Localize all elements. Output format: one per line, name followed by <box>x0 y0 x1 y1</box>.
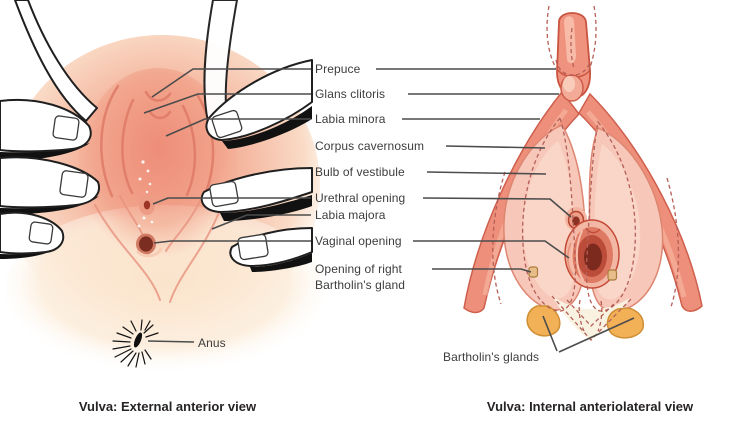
dashed-surface-outlines <box>492 5 680 341</box>
label-prepuce: Prepuce <box>315 62 361 76</box>
label-opening-right-bartholins-line1: Opening of right <box>315 262 402 276</box>
perineal-area <box>552 296 630 340</box>
external-view-illustration <box>0 0 325 375</box>
caption-external-view: Vulva: External anterior view <box>78 399 257 414</box>
vestibule-speckles <box>137 160 154 228</box>
anus-mark <box>112 319 159 368</box>
urethral-opening-external <box>139 195 155 215</box>
right-hand-fingers <box>200 59 313 272</box>
label-opening-right-bartholins: Opening of right Bartholin's gland <box>315 261 405 293</box>
label-anus: Anus <box>198 336 226 350</box>
label-vaginal-opening: Vaginal opening <box>315 234 402 248</box>
label-corpus-cavernosum: Corpus cavernosum <box>315 139 425 153</box>
label-labia-minora: Labia minora <box>315 112 386 126</box>
label-bartholins-glands: Bartholin's glands <box>443 350 540 364</box>
label-labia-majora: Labia majora <box>315 208 386 222</box>
clitoris-body <box>556 12 591 102</box>
finger-top-left <box>14 0 98 122</box>
label-glans-clitoris: Glans clitoris <box>315 87 386 101</box>
vaginal-opening-internal <box>564 219 620 289</box>
label-bulb-of-vestibule: Bulb of vestibule <box>315 165 405 179</box>
bartholins-glands-shapes <box>526 305 645 339</box>
labia-folds <box>100 84 215 201</box>
vaginal-opening-external <box>136 233 163 258</box>
left-hand-fingers <box>0 98 100 259</box>
label-urethral-opening: Urethral opening <box>315 191 406 205</box>
internal-view-illustration <box>463 5 703 341</box>
caption-internal-view: Vulva: Internal anteriolateral view <box>486 399 694 414</box>
leader-lines <box>143 68 635 353</box>
label-opening-right-bartholins-line2: Bartholin's gland <box>315 278 406 292</box>
